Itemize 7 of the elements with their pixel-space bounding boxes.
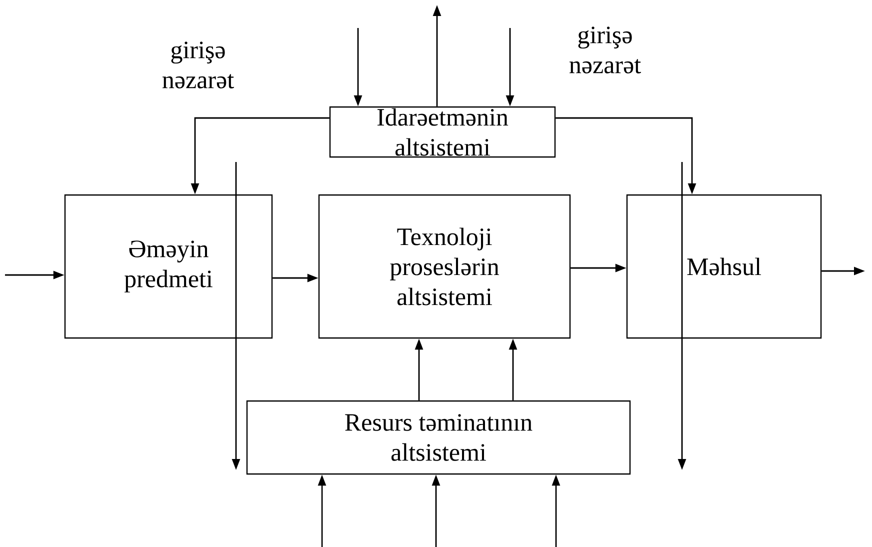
process-box: Resurs təminatının altsistemi <box>246 400 631 475</box>
arrow-label: girişə nəzarət <box>162 42 234 88</box>
process-box: Əməyin predmeti <box>64 194 273 339</box>
arrow-label: girişə nəzarət <box>570 26 641 74</box>
process-box: Texnoloji proseslərin altsistemi <box>318 194 571 339</box>
process-box: Idarəetmənin altsistemi <box>329 106 556 158</box>
process-box: Məhsul <box>626 194 822 339</box>
